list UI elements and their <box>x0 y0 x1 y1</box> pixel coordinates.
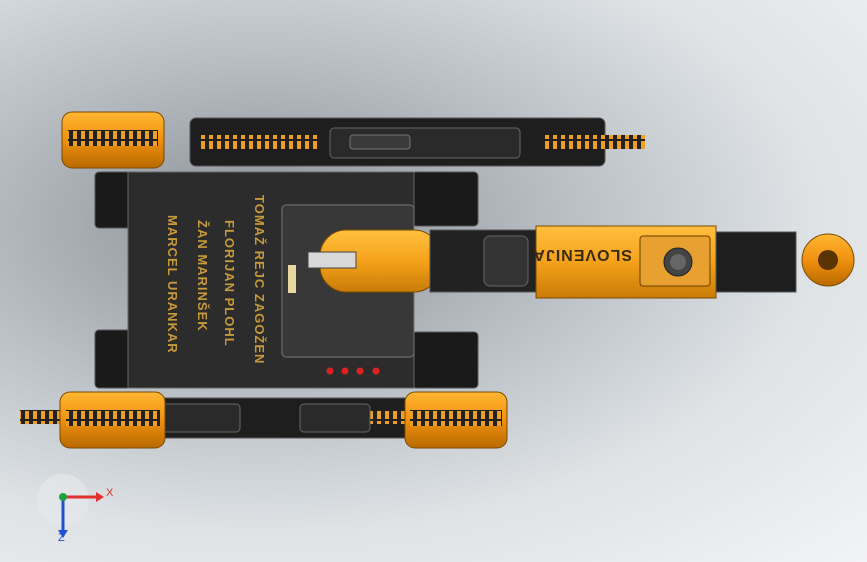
indicator-leds <box>326 367 380 375</box>
coordinate-triad: X Z <box>37 474 114 544</box>
motor-blocks <box>94 171 479 389</box>
wheel-top-left <box>61 111 165 169</box>
wheel-bottom-right <box>404 391 508 449</box>
engraving-line-2: FLORIJAN PLOHL <box>222 220 237 347</box>
arm-plate-text: SLOVENIJA <box>532 246 632 263</box>
x-axis-label: X <box>106 487 114 499</box>
top-track <box>189 117 645 167</box>
z-axis-label: Z <box>58 532 65 544</box>
chassis-engraving: TOMAŽ REJC ZAGOŽEN FLORIJAN PLOHL ŽAN MA… <box>165 195 267 364</box>
engraving-line-4: MARCEL URANKAR <box>165 215 180 354</box>
y-axis-marker <box>59 493 67 501</box>
engraving-line-1: TOMAŽ REJC ZAGOŽEN <box>252 195 267 364</box>
arm-assembly <box>307 225 855 299</box>
engraving-line-3: ŽAN MARINŠEK <box>195 220 210 332</box>
wheel-bottom-left <box>59 391 166 449</box>
